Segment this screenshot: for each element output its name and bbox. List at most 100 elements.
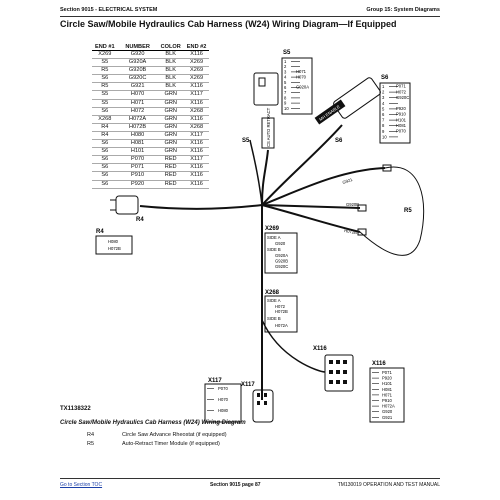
cell-end2: X268 <box>183 123 210 132</box>
cell-color: GRN <box>157 131 184 141</box>
cell-number: H072A <box>117 115 158 124</box>
s6-pin-number: 3 <box>382 95 385 100</box>
page-number: Section 9015 page 87 <box>210 482 261 488</box>
cell-end1: S6 <box>92 139 118 149</box>
cell-end2: X269 <box>183 74 210 84</box>
mh-enable-label: MH ENABLE <box>318 104 341 122</box>
x269-wire-label: G920B <box>275 259 288 264</box>
cell-end2: X116 <box>183 180 210 189</box>
cell-end2: X117 <box>183 155 210 165</box>
s5-pin-number: 2 <box>284 64 287 69</box>
s6-pin-number: 2 <box>382 90 385 95</box>
s6-pin-number: 4 <box>382 101 385 106</box>
x269-wire-label: G920A <box>275 253 288 258</box>
cell-end1: S6 <box>92 74 118 84</box>
cell-end2: X116 <box>183 163 210 173</box>
x116-pin <box>343 370 347 374</box>
x116-wire-label: P920 <box>382 376 392 381</box>
s5-pin-number: 7 <box>284 90 287 95</box>
s6-wire-label: H072 <box>396 89 407 94</box>
cell-end2: X116 <box>183 139 210 149</box>
page-header: Section 9015 - ELECTRICAL SYSTEM Group 1… <box>60 6 440 17</box>
x116-connector-body <box>324 354 354 392</box>
s5-label-2: S5 <box>242 138 250 144</box>
cell-end1: S6 <box>92 171 118 181</box>
s5-wire-label: G920A <box>296 85 309 90</box>
mh-enable-tag <box>314 99 346 125</box>
toc-link[interactable]: Go to Section TOC <box>60 482 103 488</box>
x116-wire-label: P910 <box>382 398 392 403</box>
cell-number: P071 <box>117 163 158 173</box>
s5-wire-label: H070 <box>296 74 307 79</box>
x116-pin <box>343 360 347 364</box>
cell-end1: S5 <box>92 90 118 100</box>
cell-end1: S6 <box>92 107 118 116</box>
cell-end2: X116 <box>183 171 210 181</box>
s6-wire-label: P910 <box>396 112 406 117</box>
harness-trunk <box>261 149 269 400</box>
cell-number: P920 <box>117 180 158 189</box>
cell-color: BLK <box>157 58 184 68</box>
r5-loop <box>359 166 425 256</box>
cell-end1: R4 <box>92 123 118 132</box>
cell-number: G920C <box>117 74 158 84</box>
x268-side-b: SIDE B <box>267 316 281 321</box>
s6-pin-number: 1 <box>382 84 385 89</box>
x116-wire-label: H071 <box>382 392 393 397</box>
s6-wire-label: H081 <box>396 123 407 128</box>
harness-branch-g921 <box>261 167 386 206</box>
x116-pin <box>329 370 333 374</box>
r4-rheostat-body <box>115 195 139 215</box>
r5-plug-3 <box>357 228 367 236</box>
s5-pin-number: 5 <box>284 80 287 85</box>
s6-wire-label: H101 <box>396 117 407 122</box>
cs-auto-retract-label: CS AUTO RETRACT <box>266 107 271 147</box>
x268-side-a: SIDE A <box>267 298 281 303</box>
x269-wire-label: G920 <box>275 241 286 246</box>
harness-branch-x116 <box>261 319 326 373</box>
s6-pin-box <box>379 82 411 144</box>
cell-color: RED <box>157 155 184 165</box>
cell-end1: S6 <box>92 180 118 189</box>
cell-number: H072 <box>117 107 158 116</box>
cell-color: BLK <box>157 66 184 76</box>
r4-pin-box <box>95 235 133 255</box>
x117-wire-label: P070 <box>218 386 228 391</box>
r5-label: R5 <box>404 208 412 214</box>
cell-end1: S5 <box>92 58 118 68</box>
x268-wire-label: H072 <box>275 304 286 309</box>
cell-number: G920 <box>117 50 158 60</box>
x116-wire-label: G920 <box>382 409 393 414</box>
cell-end1: S6 <box>92 147 118 157</box>
cell-end1: S6 <box>92 163 118 173</box>
x268-wire-label: H072A <box>275 323 288 328</box>
x116-pin-box <box>369 367 405 423</box>
x117-label-2: X117 <box>241 382 255 388</box>
s6-pin-number: 8 <box>382 123 385 128</box>
cell-end2: X116 <box>183 82 210 92</box>
manual-name: TM130019 OPERATION AND TEST MANUAL <box>337 482 440 488</box>
harness-branch-s5 <box>249 139 263 206</box>
cell-end1: X269 <box>92 50 118 60</box>
x116-wire-label: H101 <box>382 381 393 386</box>
cell-number: P070 <box>117 155 158 165</box>
col-number: NUMBER <box>117 44 158 51</box>
x268-pin-box <box>264 295 298 333</box>
x269-side-b: SIDE B <box>267 247 281 252</box>
x116-pin <box>343 380 347 384</box>
cell-end2: X116 <box>183 99 210 108</box>
harness-branch-r4 <box>139 204 263 210</box>
x117-label: X117 <box>208 378 222 384</box>
cell-end1: R5 <box>92 82 118 92</box>
page-footer: Go to Section TOC Section 9015 page 87 T… <box>60 478 440 488</box>
col-end1: END #1 <box>92 44 118 51</box>
s5-pin-number: 3 <box>284 69 287 74</box>
s5-pin-number: 10 <box>284 106 289 111</box>
